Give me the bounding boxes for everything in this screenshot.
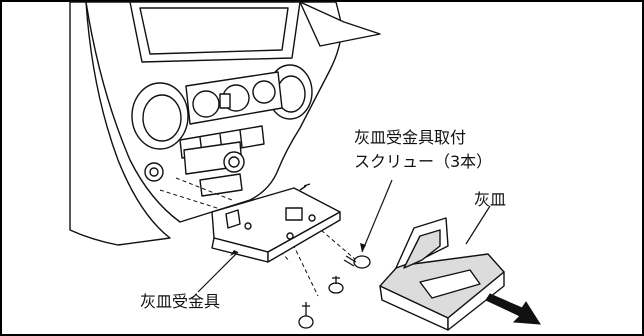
console-right-edge: [299, 1, 381, 47]
bracket-hole-2: [308, 214, 316, 222]
bracket-clip: [225, 209, 241, 229]
screws: [298, 255, 371, 329]
knob-left: [192, 90, 220, 118]
leader-lines: [197, 179, 491, 293]
socket-inner: [228, 156, 240, 168]
bracket-side-edge: [267, 211, 341, 263]
bracket-hole-1: [244, 222, 252, 230]
ashtray: [379, 217, 505, 331]
ashtray-lid-inner: [403, 229, 441, 269]
dashboard-console: [69, 1, 381, 246]
screw-1: [343, 255, 371, 269]
ashtray-side: [447, 271, 505, 331]
left-vent-inner: [142, 94, 182, 142]
knob-right: [252, 80, 276, 104]
console-left-panel: [69, 1, 171, 246]
ash-opening: [199, 173, 243, 197]
ashtray-bracket: [211, 183, 341, 263]
upper-opening-inner: [139, 7, 289, 55]
leader-arrowheads: [230, 243, 366, 256]
bracket-label: 灰皿受金具: [140, 292, 221, 311]
screw-3: [298, 302, 314, 329]
ashtray-cup: [419, 269, 481, 299]
lighter-inner: [149, 167, 159, 177]
pull-arrow: [485, 293, 541, 325]
screws-label-line2: スクリュー（3本）: [354, 152, 493, 171]
bracket-tab: [285, 207, 303, 221]
screw-2: [328, 276, 344, 294]
knob-slider: [219, 93, 231, 109]
ashtray-label: 灰皿: [474, 190, 507, 209]
bracket-hole-3: [286, 232, 294, 240]
screws-label-line1: 灰皿受金具取付: [354, 128, 467, 147]
